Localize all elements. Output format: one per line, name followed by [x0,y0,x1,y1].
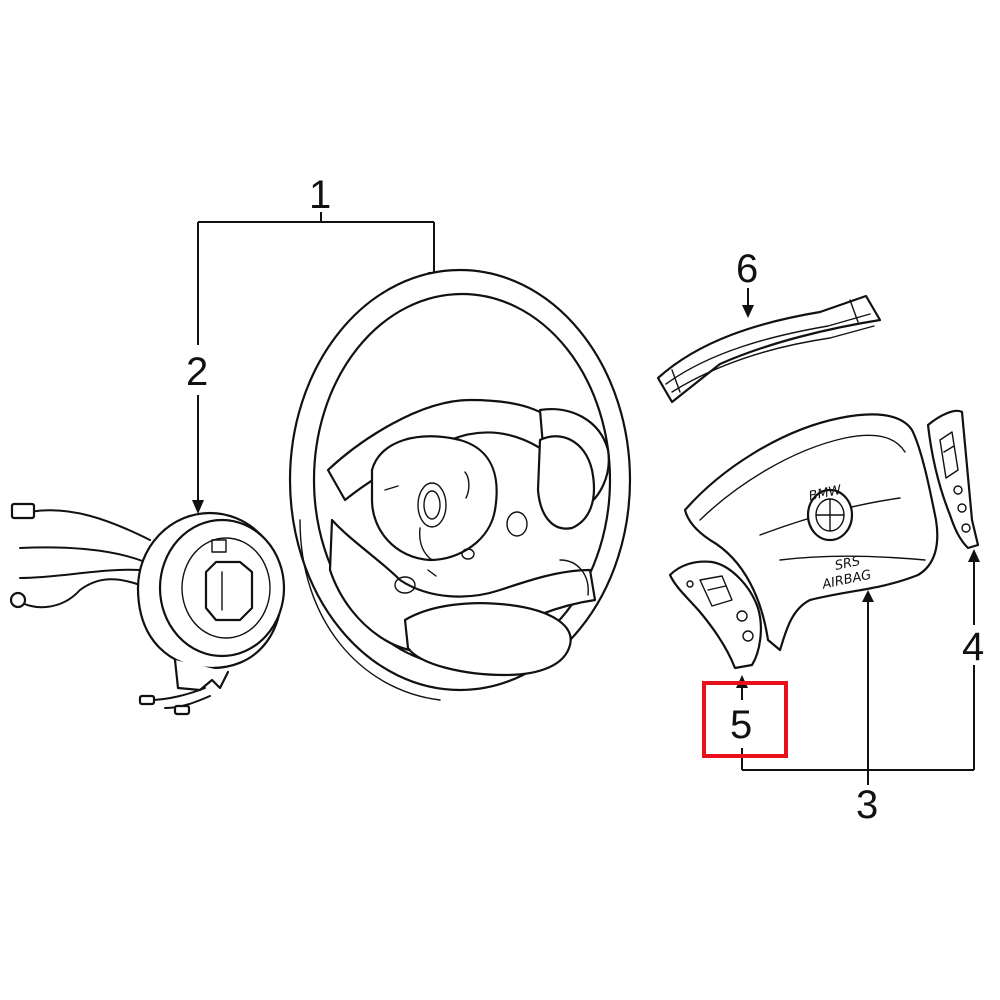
trim-strip-part [656,294,882,404]
srs-label: SRS [834,554,862,574]
callout-1: 1 [309,173,331,217]
callout-3-4-5-leader [736,549,980,785]
right-switch-part [926,409,980,550]
callout-4: 4 [962,625,984,669]
callout-6-leader [742,288,754,318]
callout-3: 3 [856,783,878,827]
callout-5: 5 [730,703,752,747]
airbag-module-part: BMW SRS AIRBAG [683,413,939,652]
emblem-letters: BMW [807,483,844,505]
clock-spring-part [9,502,286,716]
left-switch-part [668,560,762,670]
callout-2-leader [192,395,204,514]
callout-6: 6 [736,247,758,291]
callout-2: 2 [186,350,208,394]
highlight-box [702,681,788,758]
steering-wheel-part [288,268,632,701]
